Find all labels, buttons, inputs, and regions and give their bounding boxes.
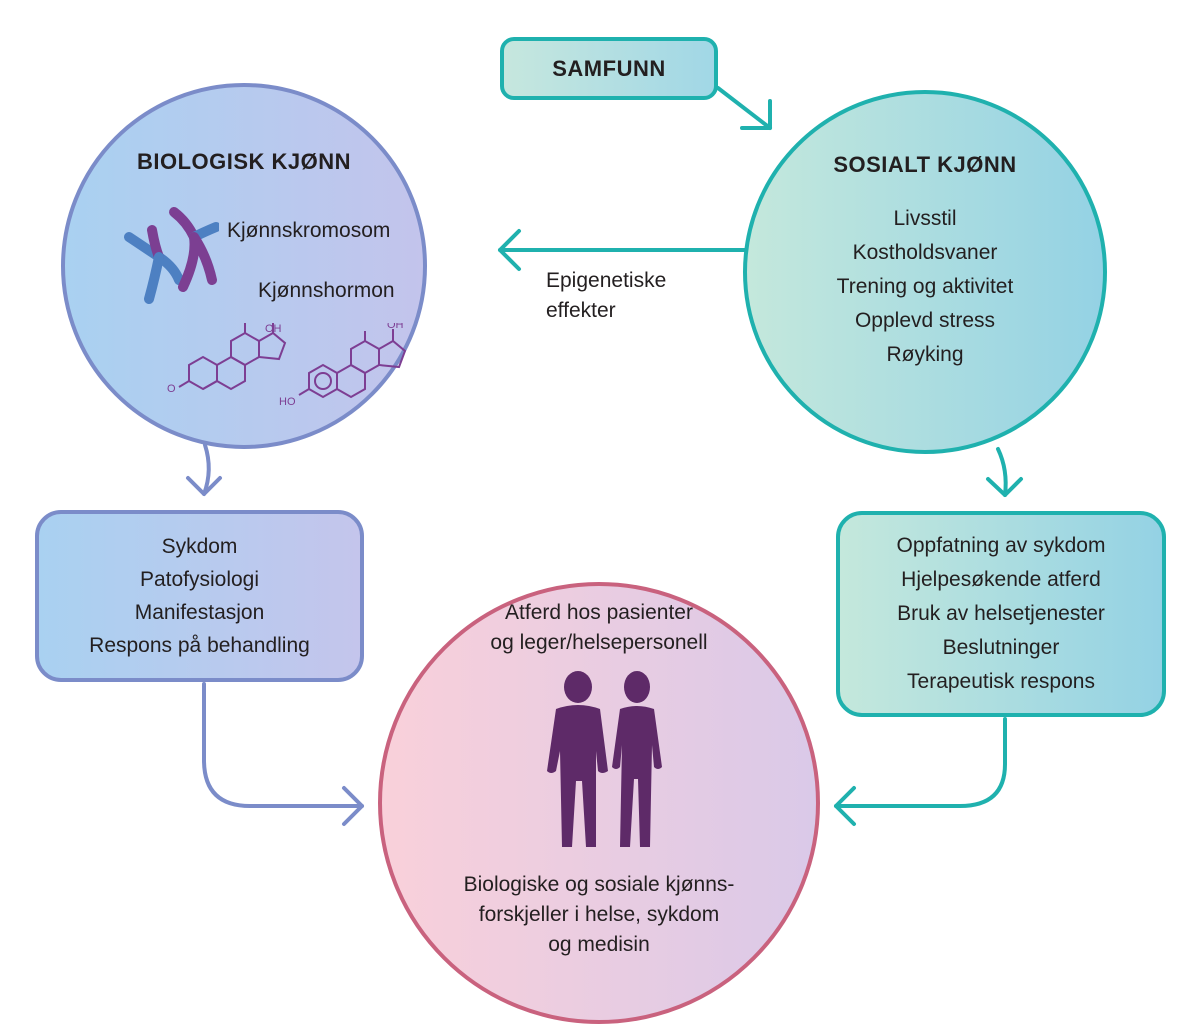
- center-top-line1: Atferd hos pasienter: [505, 601, 693, 624]
- arrow-samfunn-to-social: [716, 86, 772, 130]
- arrow-bio-to-center: [202, 682, 364, 826]
- social-effects-list: Oppfatning av sykdom Hjelpesøkende atfer…: [897, 529, 1106, 699]
- list-item: Patofysiologi: [139, 568, 260, 591]
- arrow-epigenetic: [498, 229, 747, 271]
- steroid-molecule-icon: O OH OH HO: [167, 323, 407, 408]
- list-item: Hjelpesøkende atferd: [901, 568, 1101, 591]
- social-gender-circle: SOSIALT KJØNN Livsstil Kostholdsvaner Tr…: [743, 90, 1107, 454]
- center-bottom-text: Biologiske og sosiale kjønns- forskjelle…: [382, 870, 816, 960]
- social-gender-title: SOSIALT KJØNN: [833, 152, 1017, 177]
- epigenetic-label-line1: Epigenetiske: [546, 269, 667, 292]
- center-circle: Atferd hos pasienter og leger/helseperso…: [378, 582, 820, 1024]
- list-item: Røyking: [886, 343, 964, 366]
- hydroxyl-label-1: OH: [265, 323, 282, 335]
- arrow-social-down: [986, 447, 1023, 497]
- epigenetic-label: Epigenetiske effekter: [546, 266, 666, 326]
- list-item: Livsstil: [893, 207, 957, 230]
- samfunn-box: SAMFUNN: [500, 37, 718, 100]
- center-top-text: Atferd hos pasienter og leger/helseperso…: [382, 598, 816, 658]
- list-item: Opplevd stress: [854, 309, 996, 332]
- list-item: Oppfatning av sykdom: [896, 534, 1106, 557]
- hydroxyl-label-3: HO: [279, 396, 296, 408]
- biological-effects-list: Sykdom Patofysiologi Manifestasjon Respo…: [89, 530, 310, 662]
- hydroxyl-label-2: OH: [387, 323, 404, 331]
- list-item: Manifestasjon: [134, 601, 265, 624]
- list-item: Beslutninger: [942, 636, 1060, 659]
- list-item: Terapeutisk respons: [907, 670, 1095, 693]
- keto-label: O: [167, 383, 176, 395]
- social-effects-box: Oppfatning av sykdom Hjelpesøkende atfer…: [836, 511, 1166, 717]
- arrow-bio-down: [186, 443, 222, 496]
- list-item: Sykdom: [161, 535, 238, 558]
- center-bottom-line3: og medisin: [548, 933, 650, 956]
- arrow-social-to-center: [834, 717, 1007, 826]
- center-bottom-line2: forskjeller i helse, sykdom: [478, 903, 720, 926]
- biological-sex-circle: BIOLOGISK KJØNN Kjønnskromosom Kjønnshor…: [61, 83, 427, 449]
- list-item: Kostholdsvaner: [852, 241, 998, 264]
- list-item: Trening og aktivitet: [836, 275, 1014, 298]
- list-item: Respons på behandling: [89, 634, 310, 657]
- epigenetic-label-line2: effekter: [546, 299, 616, 322]
- people-silhouette-icon: [547, 671, 662, 847]
- center-top-line2: og leger/helsepersonell: [490, 631, 708, 654]
- list-item: Bruk av helsetjenester: [897, 602, 1105, 625]
- center-bottom-line1: Biologiske og sosiale kjønns-: [463, 873, 735, 896]
- chromosome-label: Kjønnskromosom: [227, 219, 391, 242]
- social-gender-list: Livsstil Kostholdsvaner Trening og aktiv…: [747, 202, 1103, 372]
- hormone-label: Kjønnshormon: [258, 279, 395, 302]
- biological-sex-title: BIOLOGISK KJØNN: [136, 149, 352, 174]
- samfunn-label: SAMFUNN: [552, 55, 666, 81]
- biological-effects-box: Sykdom Patofysiologi Manifestasjon Respo…: [35, 510, 364, 682]
- chromosome-icon: [124, 207, 219, 304]
